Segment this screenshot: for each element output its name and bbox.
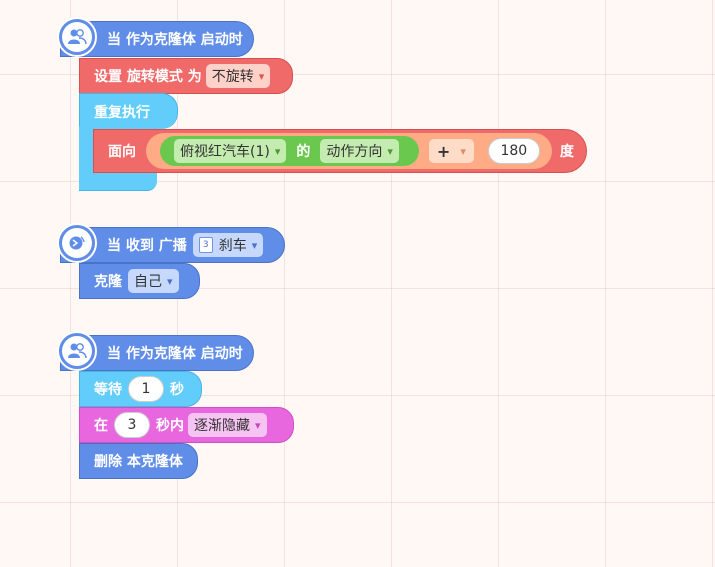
repeat-block-foot: [79, 172, 157, 191]
clone-label: 克隆: [94, 274, 122, 290]
broadcast-badge-icon: 3: [198, 237, 213, 253]
operator-dropdown[interactable]: + ▾: [428, 139, 474, 163]
chevron-down-icon: ▾: [387, 144, 393, 158]
hat-label: 当 作为克隆体 启动时: [107, 32, 243, 48]
broadcast-message-dropdown[interactable]: 3 刹车 ▾: [192, 233, 264, 257]
chevron-down-icon: ▾: [274, 144, 281, 158]
clone-target-dropdown[interactable]: 自己 ▾: [128, 269, 179, 293]
chevron-down-icon: ▾: [167, 274, 173, 288]
sprite-dropdown[interactable]: 俯视红汽车(1) ▾: [174, 139, 287, 163]
fade-middle-label: 秒内: [156, 418, 184, 434]
sensing-of-reporter[interactable]: 俯视红汽车(1) ▾ 的 动作方向 ▾: [160, 136, 419, 166]
clone-users-icon: [57, 17, 97, 57]
set-rotation-label: 设置 旋转模式 为: [94, 69, 202, 85]
attribute-dropdown[interactable]: 动作方向 ▾: [320, 139, 399, 163]
repeat-label: 重复执行: [94, 104, 150, 121]
chevron-down-icon: ▾: [460, 144, 466, 158]
operator-add-reporter[interactable]: 俯视红汽车(1) ▾ 的 动作方向 ▾ + ▾ 180: [146, 133, 552, 169]
broadcast-hat-block[interactable]: 当 收到 广播 3 刹车 ▾: [60, 227, 285, 263]
of-label: 的: [296, 144, 311, 160]
delete-clone-block[interactable]: 删除 本克隆体: [79, 443, 198, 479]
hat-label: 当 作为克隆体 启动时: [107, 346, 243, 362]
repeat-block-arm: [79, 126, 93, 174]
broadcast-hat-label: 当 收到 广播: [107, 238, 187, 254]
clone-users-icon: [57, 331, 97, 371]
wait-label: 等待: [94, 382, 122, 398]
wait-seconds-input[interactable]: 1: [128, 376, 164, 402]
effect-dropdown[interactable]: 逐渐隐藏 ▾: [188, 413, 267, 437]
point-in-direction-block[interactable]: 面向 俯视红汽车(1) ▾ 的 动作方向 ▾ + ▾ 180 度: [93, 129, 587, 173]
chevron-down-icon: ▾: [251, 238, 258, 252]
seconds-unit-label: 秒: [170, 382, 184, 398]
wait-seconds-block[interactable]: 等待 1 秒: [79, 371, 202, 407]
set-rotation-style-block[interactable]: 设置 旋转模式 为 不旋转 ▾: [79, 58, 293, 94]
point-direction-label: 面向: [108, 144, 136, 160]
broadcast-icon: [57, 223, 97, 263]
repeat-forever-block[interactable]: 重复执行: [79, 93, 178, 129]
fade-seconds-input[interactable]: 3: [114, 412, 150, 438]
chevron-down-icon: ▾: [255, 418, 261, 432]
create-clone-block[interactable]: 克隆 自己 ▾: [79, 263, 200, 299]
rotation-style-dropdown[interactable]: 不旋转 ▾: [205, 64, 271, 88]
degree-unit-label: 度: [559, 144, 574, 160]
fade-prefix-label: 在: [94, 418, 108, 434]
fade-effect-block[interactable]: 在 3 秒内 逐渐隐藏 ▾: [79, 407, 294, 443]
number-input[interactable]: 180: [487, 138, 540, 164]
delete-clone-label: 删除 本克隆体: [94, 454, 183, 470]
chevron-down-icon: ▾: [258, 69, 265, 83]
